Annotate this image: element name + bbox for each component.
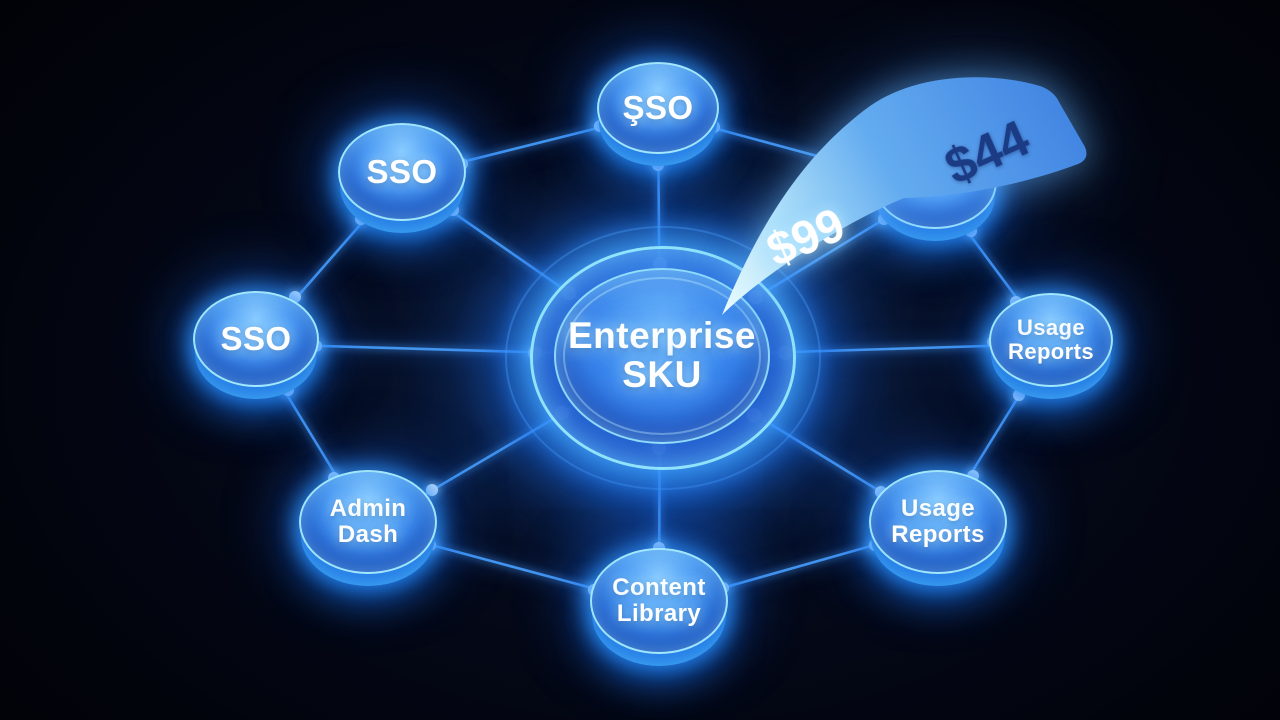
node-label: ŞSO	[622, 89, 694, 127]
node-face: Content Library	[590, 548, 728, 654]
node-label: SSO	[366, 153, 438, 191]
node-face: SSO	[193, 291, 319, 387]
node-label-line2: Dash	[337, 521, 399, 548]
node-label-line2: Reports	[1008, 339, 1094, 364]
node-face: Usage Reports	[869, 470, 1007, 574]
node-content-library: Content Library	[590, 548, 728, 666]
node-label: SSO	[220, 320, 292, 358]
node-label-line1: Admin	[329, 495, 407, 523]
node-face: SSO	[338, 123, 466, 221]
ribbon-shape	[722, 77, 1087, 315]
node-label-line1: Usage	[900, 495, 976, 523]
node-usage-reports-lower-right: Usage Reports	[869, 470, 1007, 586]
node-label-line1: Content	[612, 574, 706, 602]
node-face: Usage Reports	[989, 293, 1113, 387]
hub-outer-ring	[505, 226, 821, 490]
node-face: Admin Dash	[299, 470, 437, 574]
node-face: ŞSO	[597, 62, 719, 154]
node-usage-reports-right: Usage Reports	[989, 293, 1113, 399]
node-admin-dash: Admin Dash	[299, 470, 437, 586]
node-label-line2: Reports	[891, 521, 985, 548]
node-sso-top: ŞSO	[597, 62, 719, 166]
node-label-line2: Library	[616, 600, 702, 627]
node-sso-upper-left: SSO	[338, 123, 466, 233]
node-sso-left: SSO	[193, 291, 319, 399]
node-label-line1: Usage	[1016, 315, 1086, 341]
